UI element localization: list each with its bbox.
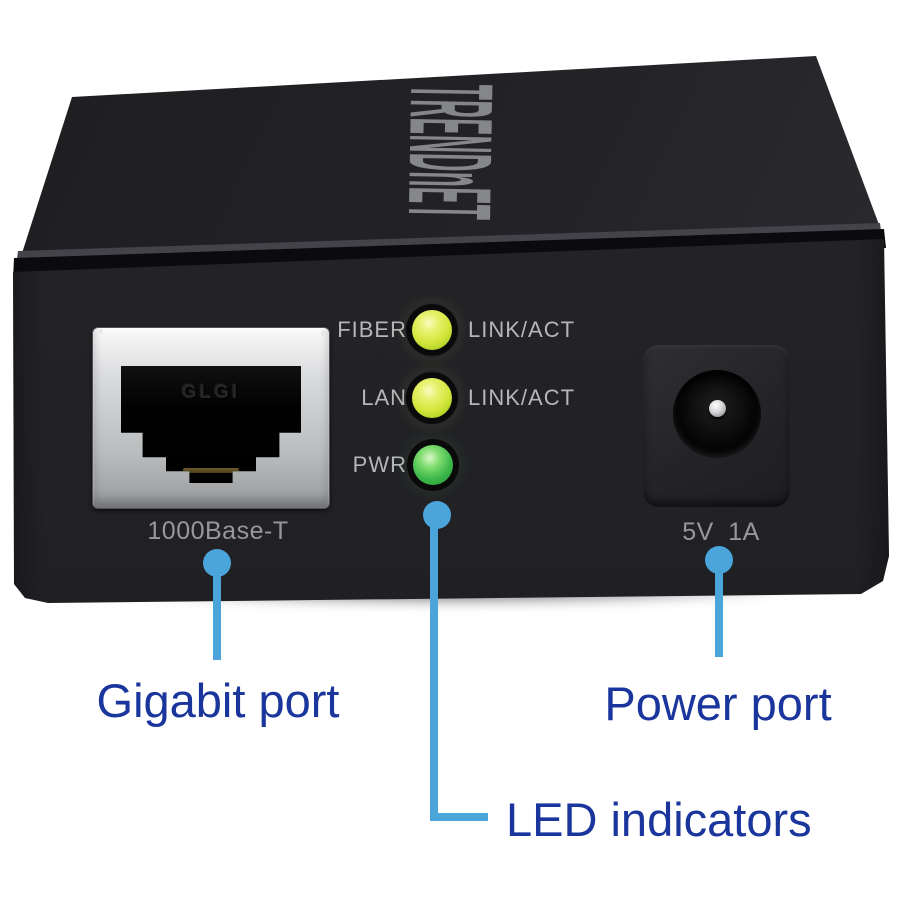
power-port (643, 345, 790, 507)
brand-logo: TRENDnET (382, 83, 518, 221)
led-label-pwr: PWR (352, 452, 407, 477)
jack-marking-text: GLGI (181, 382, 241, 403)
led-status-fiber: LINK/ACT (468, 317, 576, 342)
callout-elbow-led-indicators (430, 813, 488, 821)
callout-dot-power-port (705, 546, 733, 574)
led-status-lan: LINK/ACT (468, 385, 576, 410)
callout-line-power-port (715, 559, 723, 657)
callout-label-power-port: Power port (604, 677, 832, 730)
callout-label-gigabit-port: Gigabit port (96, 674, 340, 727)
power-port-hole (673, 370, 761, 458)
led-pwr (413, 445, 453, 485)
led-lan (412, 378, 452, 418)
power-port-pin (709, 400, 726, 417)
led-label-fiber: FIBER (337, 317, 407, 342)
callout-line-led-indicators (430, 514, 438, 813)
jack-contacts-glint (183, 468, 239, 473)
callout-dot-led-indicators (423, 501, 451, 529)
callout-line-gigabit-port (213, 562, 221, 660)
bezel-glint-right (321, 331, 326, 336)
led-label-lan: LAN (361, 385, 407, 410)
callout-label-led-indicators: LED indicators (506, 793, 812, 846)
power-port-label: 5V 1A (682, 518, 760, 546)
led-fiber (412, 310, 452, 350)
bezel-glint-left (98, 329, 103, 334)
callout-dot-gigabit-port (203, 549, 231, 577)
ethernet-port-label: 1000Base-T (147, 517, 289, 545)
